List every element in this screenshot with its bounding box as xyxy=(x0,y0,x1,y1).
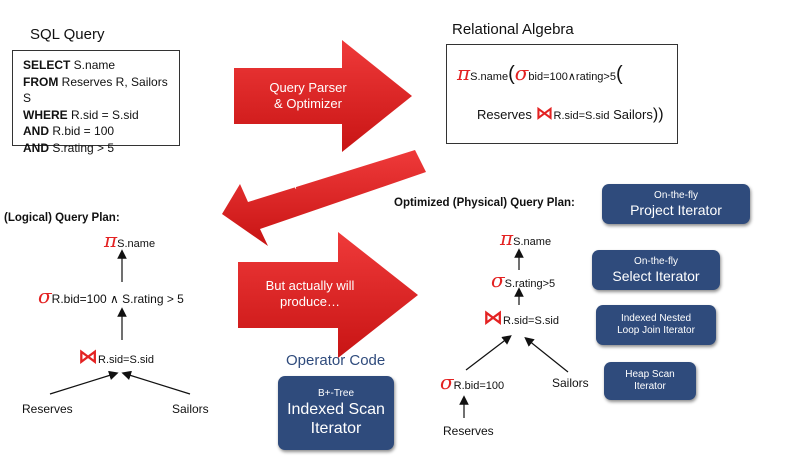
logical-plan-title: (Logical) Query Plan: xyxy=(4,212,120,224)
logical-pi-node: πS.name xyxy=(104,228,156,252)
produce-arrow xyxy=(238,232,418,358)
sql-query-box: SELECT S.name FROM Reserves R, Sailors S… xyxy=(12,50,180,155)
sql-line-5: AND S.rating > 5 xyxy=(23,140,115,155)
physical-sigma-top-node: σS.rating>5 xyxy=(491,268,556,292)
logical-arrow-reserves-to-join xyxy=(49,370,119,395)
join-iterator-box: Indexed Nested Loop Join Iterator xyxy=(596,305,716,345)
equivalent-arrow xyxy=(222,150,426,246)
logical-join-node: ⋈R.sid=S.sid xyxy=(78,344,154,368)
sql-line-4: AND R.bid = 100 xyxy=(23,124,115,139)
sql-line-3: WHERE R.sid = S.sid xyxy=(23,107,139,122)
heap-scan-iterator-box: Heap Scan Iterator xyxy=(604,362,696,400)
produce-arrow-label: But actually will produce… xyxy=(265,278,355,309)
physical-pi-node: πS.name xyxy=(500,226,552,250)
select-iterator-box: On-the-fly Select Iterator xyxy=(592,250,720,290)
parser-arrow-label: Query Parser & Optimizer xyxy=(269,80,347,111)
indexed-scan-iterator-box: B+-Tree Indexed Scan Iterator xyxy=(278,376,394,450)
ra-line-2: Reserves ⋈R.sid=S.sid Sailors)) xyxy=(477,103,664,124)
relational-algebra-box: πS.name(σbid=100∧rating>5( Reserves ⋈R.s… xyxy=(446,44,678,144)
operator-code-title: Operator Code xyxy=(286,352,386,369)
logical-arrow-sailors-to-join xyxy=(121,370,191,395)
physical-plan-title: Optimized (Physical) Query Plan: xyxy=(394,197,575,209)
physical-sailors-leaf: Sailors xyxy=(552,376,589,390)
logical-sailors-leaf: Sailors xyxy=(172,402,209,416)
sql-query-title: SQL Query xyxy=(30,26,105,43)
parser-arrow xyxy=(234,40,412,152)
logical-sigma-node: σR.bid=100 ∧ S.rating > 5 xyxy=(38,284,184,308)
logical-reserves-leaf: Reserves xyxy=(22,402,73,416)
physical-sigma-bottom-node: σR.bid=100 xyxy=(440,370,505,394)
physical-arrow-sailors-to-join xyxy=(524,337,569,373)
project-iterator-box: On-the-fly Project Iterator xyxy=(602,184,750,224)
physical-reserves-leaf: Reserves xyxy=(443,424,494,438)
relational-algebra-title: Relational Algebra xyxy=(452,21,574,38)
ra-line-1: πS.name(σbid=100∧rating>5( xyxy=(457,61,623,85)
physical-arrow-sigma-to-join xyxy=(465,335,512,371)
sql-line-2: FROM Reserves R, Sailors S xyxy=(23,74,168,106)
sql-line-1: SELECT S.name xyxy=(23,58,116,72)
physical-join-node: ⋈R.sid=S.sid xyxy=(483,305,559,329)
